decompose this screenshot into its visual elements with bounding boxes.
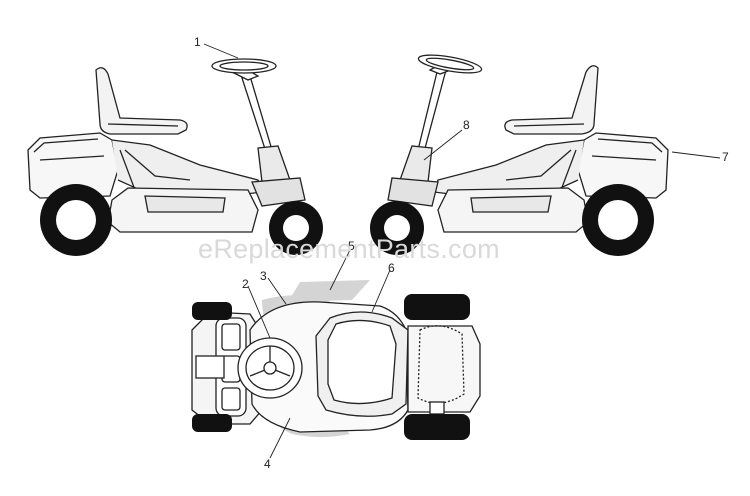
callout-2: 2 (242, 277, 249, 291)
callout-3: 3 (260, 269, 267, 283)
callout-4: 4 (264, 457, 271, 471)
callout-8: 8 (463, 118, 470, 132)
callout-5: 5 (348, 239, 355, 253)
right-mower-rear-tire (582, 184, 654, 256)
callout-1: 1 (194, 35, 201, 49)
callout-numbers: 1 8 7 5 3 6 2 4 (194, 35, 729, 471)
callout-6: 6 (388, 261, 395, 275)
left-mower-front-tire (269, 201, 323, 255)
mower-top-view (191, 280, 481, 437)
top-view-tires (192, 294, 470, 440)
left-mower-rear-tire (40, 184, 112, 256)
mower-side-view-right (387, 54, 669, 233)
right-mower-front-tire (370, 201, 424, 255)
leader-lines (203, 43, 721, 459)
callout-7: 7 (722, 150, 729, 164)
